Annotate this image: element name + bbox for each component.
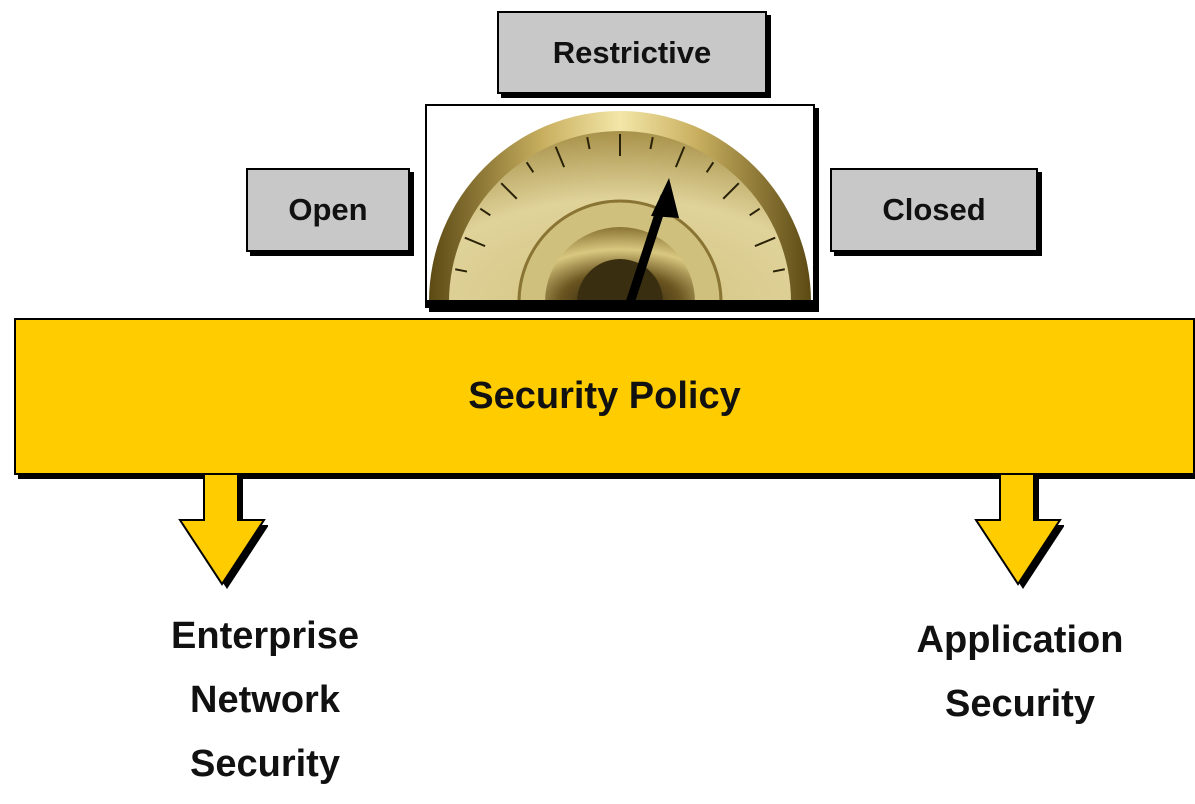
enterprise-line-3: Security — [190, 743, 340, 785]
open-label-box: Open — [246, 168, 410, 252]
down-arrow-icon — [178, 473, 268, 589]
security-policy-bar: Security Policy — [14, 318, 1195, 475]
gauge-tick — [749, 207, 761, 217]
closed-label-box: Closed — [830, 168, 1038, 252]
gauge-tick — [525, 161, 535, 173]
gauge-tick — [722, 182, 740, 200]
restrictive-label: Restrictive — [552, 34, 712, 70]
gauge-frame — [425, 104, 815, 308]
gauge-needle — [624, 178, 679, 306]
application-security-label: Application Security — [880, 608, 1160, 736]
application-line-2: Security — [945, 683, 1095, 725]
gauge-tick — [772, 268, 785, 273]
gauge-dial-icon — [427, 111, 813, 306]
gauge-ticks — [455, 134, 785, 273]
open-label: Open — [288, 192, 368, 227]
enterprise-line-2: Network — [190, 679, 340, 721]
enterprise-line-1: Enterprise — [171, 615, 359, 657]
gauge-tick — [705, 161, 715, 173]
gauge-tick — [479, 207, 491, 217]
gauge-base-line — [427, 300, 813, 306]
gauge-tick — [674, 146, 686, 168]
gauge-tick — [649, 137, 654, 150]
application-line-1: Application — [916, 619, 1124, 661]
gauge-tick — [464, 236, 486, 248]
enterprise-network-security-label: Enterprise Network Security — [120, 604, 410, 796]
gauge-tick — [500, 182, 518, 200]
gauge-tick — [554, 146, 566, 168]
security-policy-label: Security Policy — [468, 375, 741, 417]
down-arrow-icon — [974, 473, 1064, 589]
closed-label: Closed — [882, 192, 986, 227]
restrictive-label-box: Restrictive — [497, 11, 767, 94]
gauge-tick — [586, 137, 591, 150]
gauge-tick — [455, 268, 468, 273]
gauge-tick — [754, 236, 776, 248]
